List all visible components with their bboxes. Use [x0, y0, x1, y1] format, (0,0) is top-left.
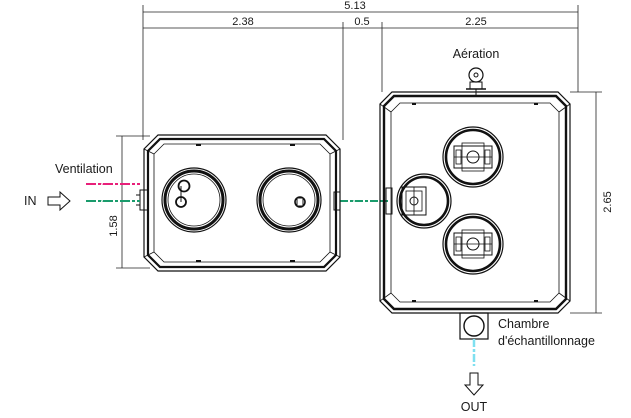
aeration-label: Aération	[453, 47, 500, 61]
center-manhole	[256, 167, 322, 233]
treatment-unit-bottom	[442, 213, 504, 275]
dim-right-tank-height: 2.65	[602, 191, 614, 212]
ventilation-label: Ventilation	[55, 162, 113, 176]
outlet-label: OUT	[461, 400, 488, 413]
dim-right-tank-width: 2.25	[465, 16, 486, 28]
dim-gap: 0.5	[354, 16, 369, 28]
aeration-fitting	[466, 67, 486, 96]
sampling-chamber-label-line2: d'échantillonnage	[498, 334, 595, 348]
ventilation-pipe: PVC 100	[86, 182, 140, 186]
dim-left-tank-height: 1.58	[108, 215, 120, 236]
right-tank	[379, 91, 571, 314]
svg-text:PVC 100: PVC 100	[100, 182, 111, 186]
svg-text:PVC 100: PVC 100	[350, 199, 361, 203]
dim-left-tank-width: 2.38	[232, 16, 253, 28]
inlet-label: IN	[24, 194, 37, 208]
sampling-chamber	[459, 312, 489, 340]
svg-text:PVC 100: PVC 100	[100, 199, 111, 203]
dim-overall-width: 5.13	[344, 0, 365, 12]
sampling-chamber-label-line1: Chambre	[498, 317, 549, 331]
outlet-arrow-icon	[463, 372, 485, 396]
left-manhole	[161, 167, 227, 233]
dimension-lines	[116, 5, 602, 314]
inlet-pipe: PVC 100	[86, 199, 140, 203]
left-tank	[143, 134, 341, 272]
treatment-unit-middle	[396, 173, 452, 229]
treatment-unit-top	[442, 126, 504, 188]
inlet-arrow-icon	[47, 190, 71, 212]
inlet-fitting	[136, 189, 149, 211]
